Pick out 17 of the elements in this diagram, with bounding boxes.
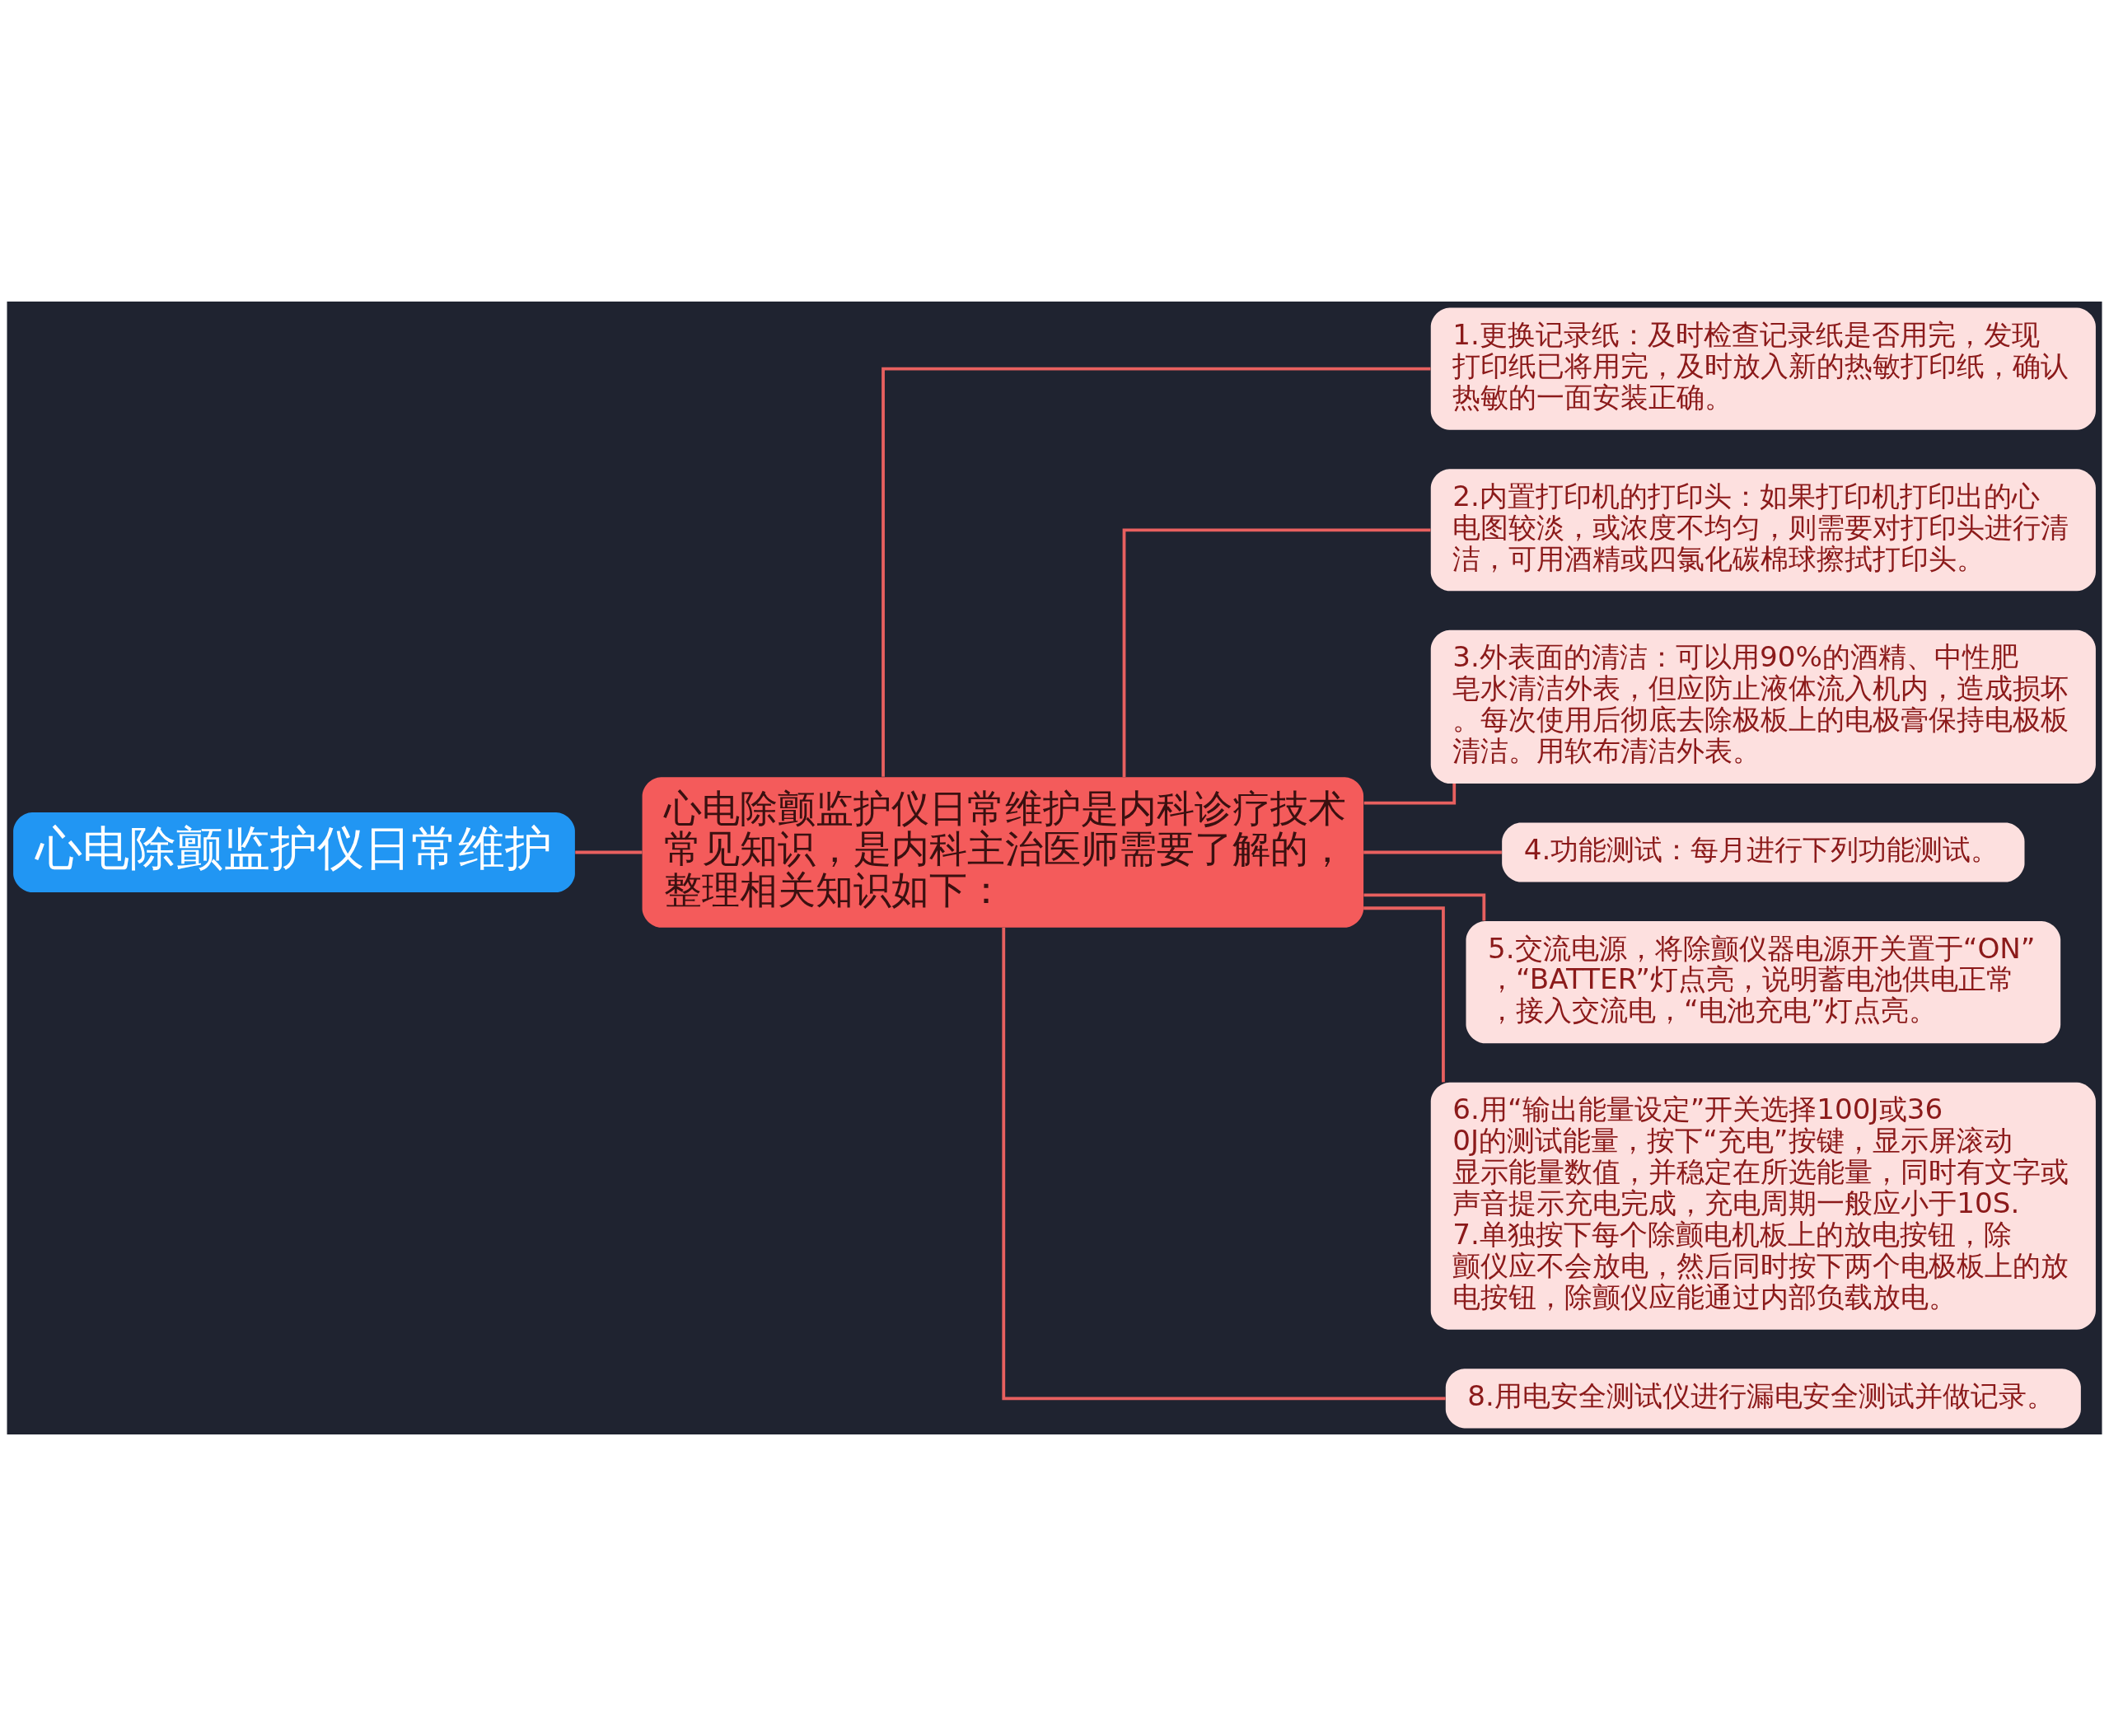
node-box: 3.外表面的清洁：可以用90%的酒精、中性肥皂水清洁外表，但应防止液体流入机内，造成损坏。每次使用后彻底去除极板上的电极膏保持电极板清洁。用软布清洁外表。 xyxy=(1430,629,2096,784)
connector xyxy=(1363,906,1445,1083)
node-box: 8.用电安全测试仪进行漏电安全测试并做记录。 xyxy=(1445,1369,2081,1429)
node-box: 心电除颤监护仪日常维护是内科诊疗技术常见知识，是内科主治医师需要了解的，整理相关知识如下： xyxy=(642,777,1364,928)
connector xyxy=(1363,784,1457,805)
connector xyxy=(1002,927,1446,1401)
node-box: 5.交流电源，将除颤仪器电源开关置于“ON”，“BATTER”灯点亮，说明蓄电池供电正常，接入交流电，“电池充电”灯点亮。 xyxy=(1466,921,2061,1044)
node-box: 6.用“输出能量设定”开关选择100J或360J的测试能量，按下“充电”按键，显示屏滚动显示能量数值，并稳定在所选能量，同时有文字或声音提示充电完成，充电周期一般应小于10S. 7.单独按下每个除颤电机板上的放电按钮，除颤仪应不会放电，然后同时按下两个电极板上的放电按钮，除颤仪应能通过内部负载放电。 xyxy=(1430,1082,2096,1330)
connector xyxy=(1363,850,1502,854)
node-box: 4.功能测试：每月进行下列功能测试。 xyxy=(1502,822,2025,882)
node-box: 2.内置打印机的打印头：如果打印机打印出的心电图较淡，或浓度不均匀，则需要对打印头进行清洁，可用酒精或四氯化碳棉球擦拭打印头。 xyxy=(1430,469,2096,592)
connector xyxy=(1363,893,1486,921)
node-box: 心电除颤监护仪日常维护 xyxy=(13,812,575,892)
connector xyxy=(575,850,643,854)
node-box: 1.更换记录纸：及时检查记录纸是否用完，发现打印纸已将用完，及时放入新的热敏打印纸，确认热敏的一面安装正确。 xyxy=(1430,307,2096,430)
connector xyxy=(1122,528,1431,778)
connector xyxy=(881,367,1431,777)
